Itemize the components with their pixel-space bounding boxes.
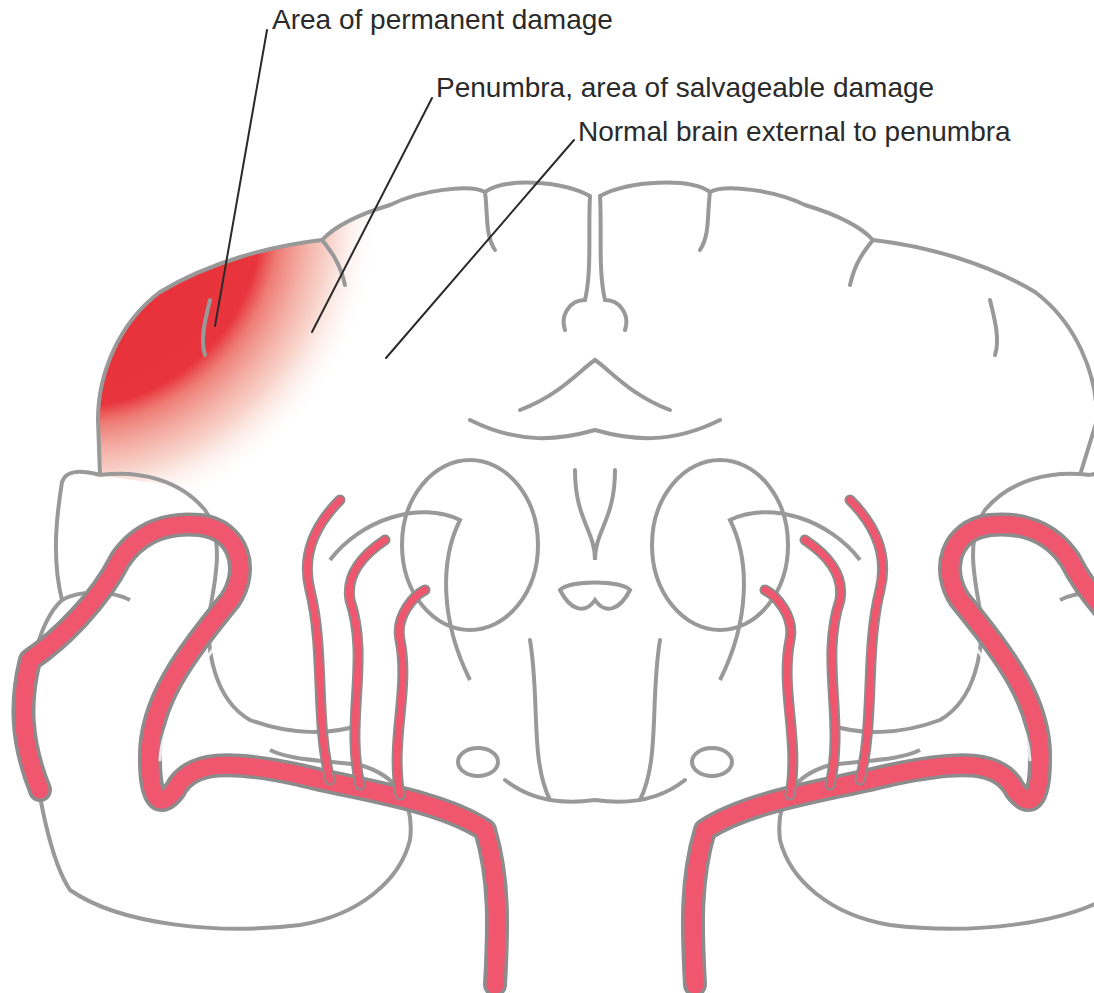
callout-label: Normal brain external to penumbra (576, 116, 1013, 148)
callout-label: Area of permanent damage (270, 4, 615, 36)
callout-label: Penumbra, area of salvageable damage (434, 72, 936, 104)
